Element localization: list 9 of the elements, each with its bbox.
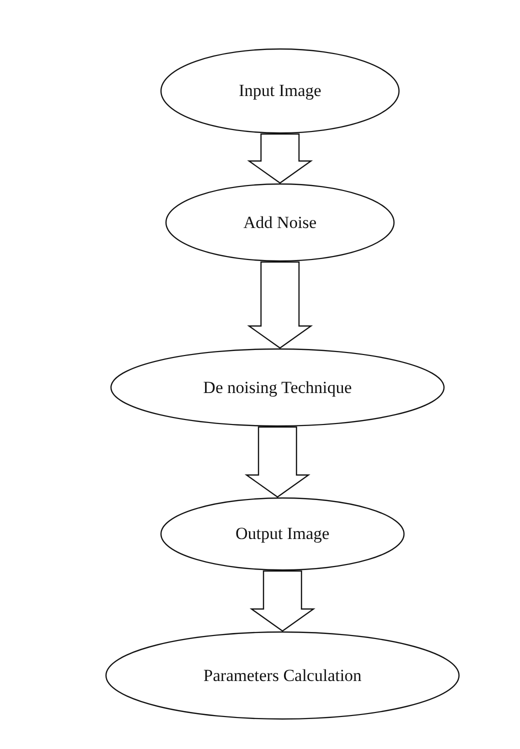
node-label: Add Noise — [243, 212, 317, 232]
node-label: Input Image — [238, 81, 322, 101]
block-arrow — [247, 133, 313, 184]
block-arrow — [247, 261, 313, 349]
block-arrow — [250, 570, 316, 632]
block-arrow — [244, 426, 310, 498]
node-label: Parameters Calculation — [203, 666, 362, 686]
node-label: De noising Technique — [203, 378, 352, 398]
node-label: Output Image — [236, 524, 330, 544]
